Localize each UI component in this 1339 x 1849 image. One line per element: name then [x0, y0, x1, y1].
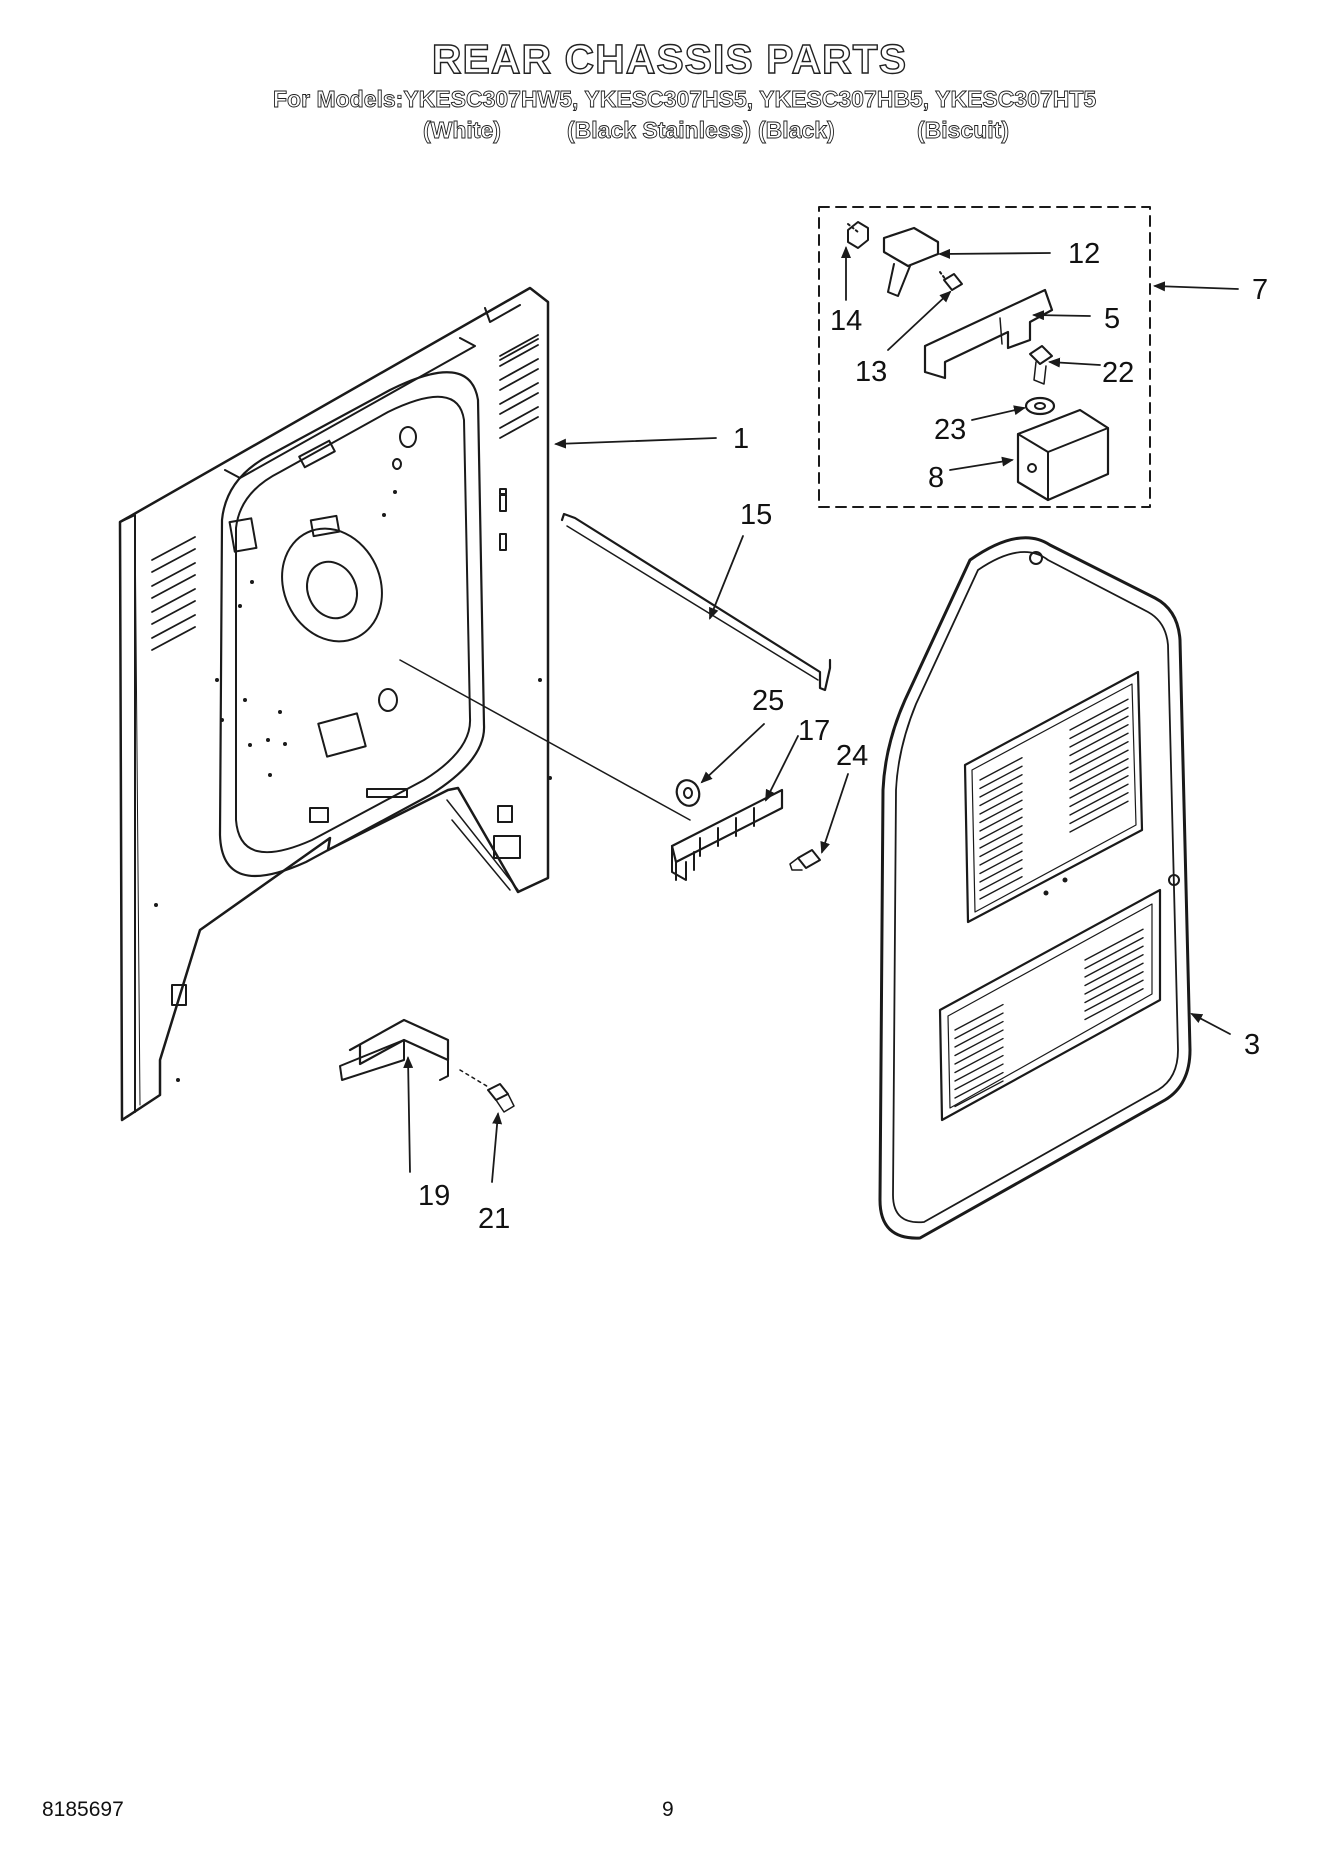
part-23-washer [1024, 396, 1056, 416]
callout-24: 24 [836, 740, 868, 772]
screw-21-part [459, 1069, 515, 1113]
callout-12: 12 [1068, 238, 1100, 270]
connector-line [399, 659, 691, 821]
page-number: 9 [662, 1798, 674, 1821]
callout-13: 13 [855, 356, 887, 388]
part-22-screw [1029, 345, 1053, 385]
color-white: (White) [423, 117, 502, 144]
color-black-stainless: (Black Stainless) [567, 117, 752, 144]
callout-labels: 1 3 5 7 8 12 13 14 15 17 19 21 22 23 24 … [418, 238, 1268, 1235]
callout-22: 22 [1102, 357, 1134, 389]
callout-15: 15 [740, 499, 772, 531]
callout-7: 7 [1252, 274, 1268, 306]
callout-8: 8 [928, 462, 944, 494]
color-biscuit: (Biscuit) [917, 117, 1010, 144]
callout-17: 17 [798, 715, 830, 747]
callout-19: 19 [418, 1180, 450, 1212]
callout-23: 23 [934, 414, 966, 446]
nut-part [675, 779, 701, 807]
rear-panel-part [118, 286, 552, 1122]
screw-part [789, 849, 821, 871]
terminal-block-part [670, 788, 784, 881]
callout-25: 25 [752, 685, 784, 717]
callout-5: 5 [1104, 303, 1120, 335]
page-title: REAR CHASSIS PARTS [431, 35, 908, 82]
part-13-screw [939, 271, 963, 291]
assembly-box [818, 206, 1151, 508]
callout-14: 14 [830, 305, 862, 337]
rear-cover-part [878, 536, 1192, 1240]
part-14-nut [847, 221, 869, 249]
bracket-part [339, 1018, 450, 1081]
part-5-bracket [923, 288, 1054, 380]
callout-21: 21 [478, 1203, 510, 1235]
part-8-block [1016, 408, 1110, 502]
part-12-bracket [882, 226, 940, 297]
color-black: (Black) [758, 117, 836, 144]
rod-part [560, 512, 832, 692]
leader-lines [403, 246, 1239, 1183]
document-number: 8185697 [42, 1798, 124, 1821]
model-colors: (White) (Black Stainless) (Black) (Biscu… [0, 117, 1339, 147]
models-line: For Models:YKESC307HW5, YKESC307HS5, YKE… [273, 86, 1097, 113]
callout-3: 3 [1244, 1029, 1260, 1061]
callout-1: 1 [733, 423, 749, 455]
